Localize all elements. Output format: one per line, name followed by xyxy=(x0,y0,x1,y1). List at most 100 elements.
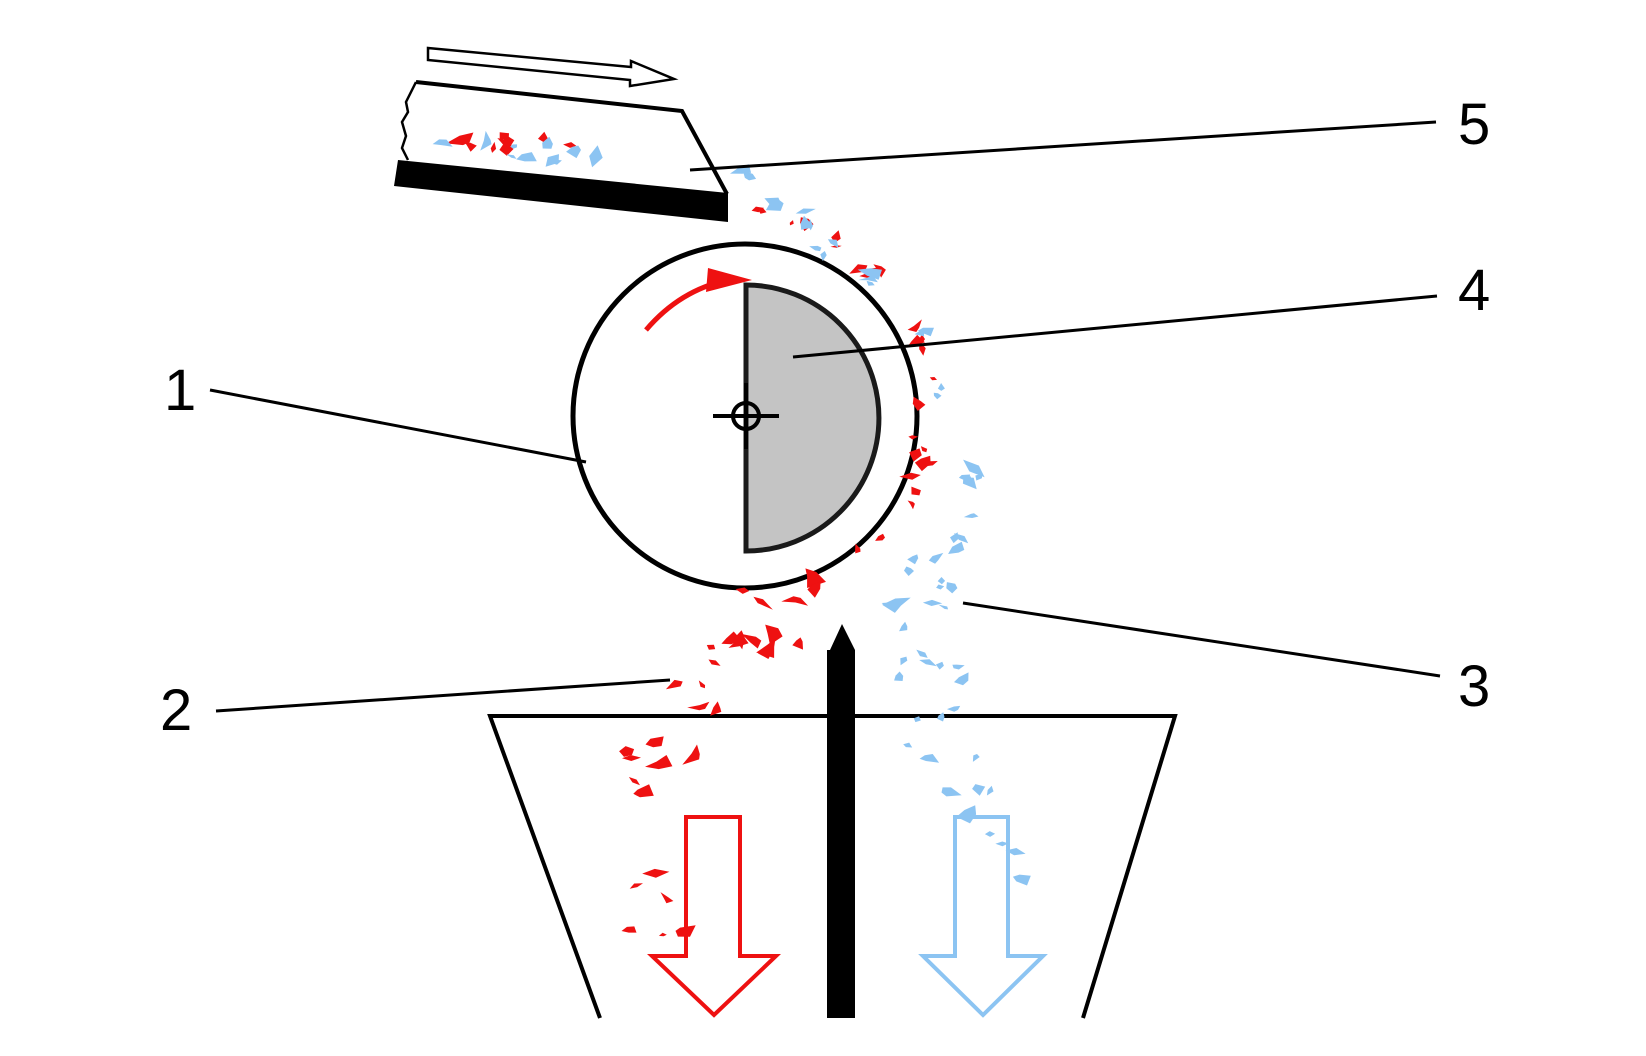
particle xyxy=(941,787,962,797)
feed-direction-arrow xyxy=(426,46,679,88)
particle xyxy=(660,892,674,904)
particle xyxy=(665,679,683,690)
particle xyxy=(956,805,977,824)
leader-line-3 xyxy=(962,601,1441,678)
particle xyxy=(909,334,925,346)
particle xyxy=(936,584,945,590)
particle xyxy=(954,672,969,686)
particle xyxy=(995,841,1009,847)
particle xyxy=(758,207,767,214)
particle xyxy=(962,477,977,490)
particle xyxy=(875,533,885,541)
particle xyxy=(805,568,826,588)
particle xyxy=(937,577,946,585)
particle xyxy=(619,746,635,757)
particle xyxy=(963,459,985,478)
particle xyxy=(800,215,811,230)
particle xyxy=(919,659,937,667)
particle xyxy=(710,701,722,716)
particle xyxy=(904,566,914,576)
particle xyxy=(621,926,637,933)
particle xyxy=(920,446,928,453)
label-5: 5 xyxy=(1458,92,1490,157)
particle xyxy=(820,251,827,262)
particle xyxy=(789,220,794,226)
particle xyxy=(857,268,882,280)
particle xyxy=(946,582,958,594)
splitter-plate xyxy=(827,624,855,1018)
particle xyxy=(913,716,921,723)
particle xyxy=(938,604,949,610)
particle xyxy=(948,541,965,554)
particle xyxy=(642,868,670,878)
particle xyxy=(538,131,549,143)
particle xyxy=(629,883,643,889)
particle xyxy=(929,377,937,381)
particle xyxy=(807,581,821,598)
particle xyxy=(698,680,706,689)
particle xyxy=(510,144,518,149)
label-1: 1 xyxy=(164,358,196,423)
particle xyxy=(480,130,492,151)
particle xyxy=(858,275,878,283)
particle xyxy=(933,392,942,400)
particle xyxy=(908,435,919,440)
particle xyxy=(881,602,896,607)
particle xyxy=(911,486,921,496)
particle xyxy=(986,785,994,796)
particle xyxy=(658,932,667,937)
label-4: 4 xyxy=(1458,258,1490,323)
particle xyxy=(446,132,474,146)
particle xyxy=(909,448,922,462)
particle xyxy=(1012,874,1031,886)
particle xyxy=(633,784,654,798)
feed-conveyor xyxy=(394,80,729,222)
particle xyxy=(675,925,696,937)
particle xyxy=(589,145,603,168)
label-2: 2 xyxy=(160,678,192,743)
particle xyxy=(952,664,965,670)
particle xyxy=(728,634,749,648)
particle xyxy=(741,634,762,649)
particle xyxy=(682,744,700,765)
particle xyxy=(499,141,514,156)
particle xyxy=(464,141,477,152)
particle xyxy=(1005,848,1026,856)
particle xyxy=(950,532,959,544)
particle xyxy=(827,239,839,248)
particle xyxy=(963,513,979,518)
particle xyxy=(566,145,581,159)
particle xyxy=(708,659,721,666)
particle xyxy=(628,777,640,786)
particle xyxy=(912,396,926,411)
particle xyxy=(937,712,945,722)
particle xyxy=(914,455,931,472)
particle xyxy=(645,755,673,770)
leader-line-1 xyxy=(209,388,587,464)
particle xyxy=(984,831,996,837)
particle xyxy=(706,644,716,650)
particle xyxy=(516,152,537,162)
leader-line-5 xyxy=(689,120,1437,172)
particle xyxy=(972,754,980,762)
particle xyxy=(765,624,783,645)
leader-line-4 xyxy=(792,294,1438,359)
particle xyxy=(490,141,497,153)
particle xyxy=(916,649,928,658)
leader-line-2 xyxy=(215,678,671,713)
particle xyxy=(907,554,919,565)
particle xyxy=(894,671,904,681)
particle xyxy=(937,383,945,391)
particle xyxy=(831,230,841,243)
particle xyxy=(972,784,986,796)
nonmagnetic-outlet-arrow xyxy=(646,815,782,1018)
particle xyxy=(542,136,553,149)
rotation-arrow xyxy=(644,268,752,332)
particle xyxy=(751,206,764,213)
particle xyxy=(830,245,842,248)
particle xyxy=(903,742,913,748)
particle xyxy=(499,132,509,141)
particle xyxy=(645,736,664,748)
particle xyxy=(914,328,925,337)
